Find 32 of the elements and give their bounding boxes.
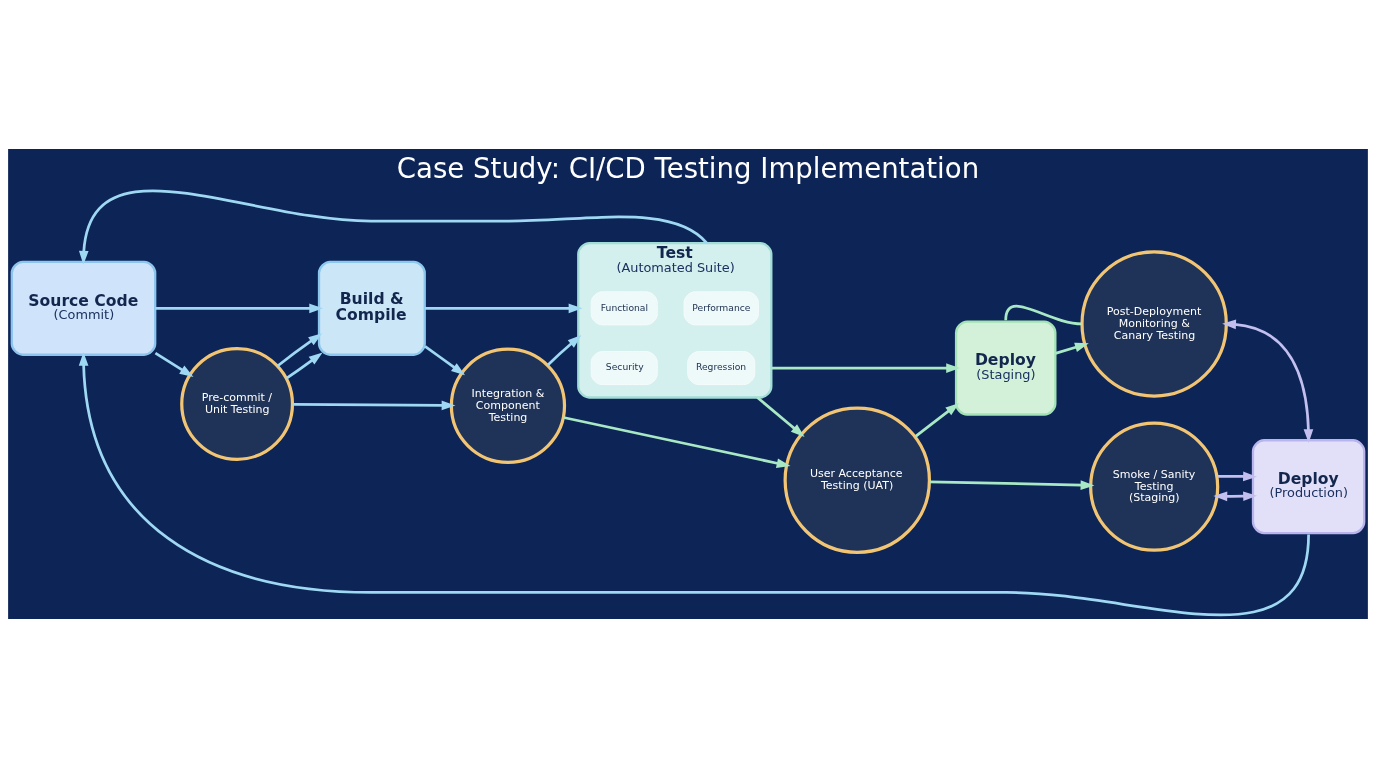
arrow — [285, 352, 323, 380]
node-box: Source Code (Commit) — [10, 260, 157, 356]
arrow — [78, 189, 708, 265]
arrow — [771, 363, 961, 373]
node-box: Security — [590, 351, 658, 386]
arrow — [929, 480, 1095, 490]
node-circle: User Acceptance Testing (UAT) — [783, 406, 931, 554]
arrow — [1217, 471, 1257, 482]
node-box: Regression — [687, 351, 756, 386]
node-box: Build & Compile — [317, 260, 426, 356]
arrow — [292, 400, 456, 411]
node-box: Deploy (Staging) — [954, 320, 1057, 416]
node-circle: Smoke / Sanity Testing (Staging) — [1089, 421, 1220, 552]
arrow — [154, 351, 194, 378]
arrow — [563, 416, 791, 468]
connector — [1004, 304, 1083, 326]
arrow — [425, 303, 583, 314]
arrow — [1213, 491, 1257, 502]
arrow — [276, 333, 323, 368]
arrow — [1055, 342, 1089, 355]
node-box: Deploy (Production) — [1251, 439, 1366, 535]
arrow — [78, 351, 1310, 617]
arrow — [914, 402, 960, 438]
node-box: Performance — [683, 291, 759, 326]
node-box: Functional — [590, 291, 658, 326]
node-circle: Post-Deployment Monitoring & Canary Testing — [1080, 250, 1228, 398]
arrow — [1222, 319, 1314, 444]
diagram-title: Case Study: CI/CD Testing Implementation — [396, 152, 980, 186]
arrow — [424, 345, 466, 376]
arrow — [155, 303, 324, 314]
arrow — [546, 335, 582, 367]
arrow — [756, 396, 805, 437]
